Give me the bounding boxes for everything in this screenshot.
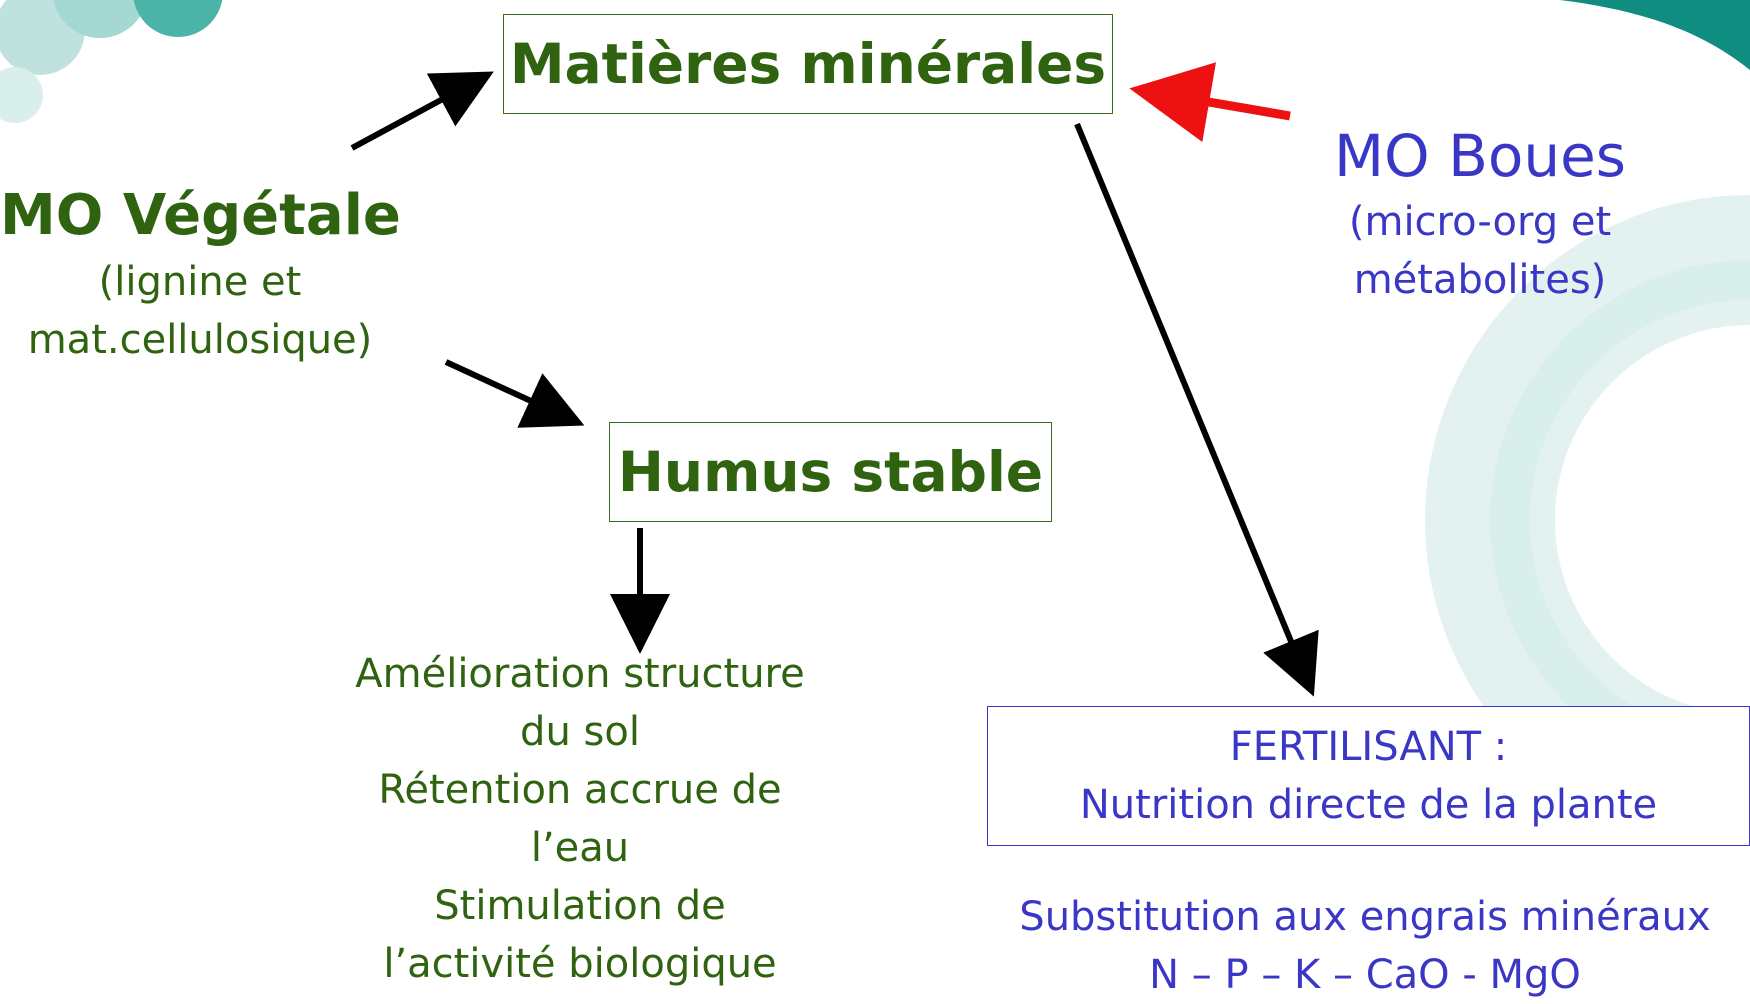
humus-stable-box: Humus stable [609,422,1052,522]
mo-vegetale-sub-line-2: mat.cellulosique) [27,317,373,363]
humus-effect-line-2: du sol [520,709,640,755]
substitution-text: Substitution aux engrais minéraux N – P … [980,888,1750,1004]
mo-boues-sub-line-1: (micro-org et [1348,199,1612,245]
mo-boues-sub-line-2: métabolites) [1353,257,1607,303]
fertilisant-line-2: Nutrition directe de la plante [1079,782,1658,828]
mo-vegetale-title: MO Végétale [0,183,401,248]
decor-ring-right-inner [1490,260,1750,780]
humus-effect-line-5: Stimulation de [434,883,726,929]
arrow-vegetale-to-minerales [350,71,494,151]
humus-effect-line-3: Rétention accrue de [378,767,782,813]
mo-vegetale-subtitle: (lignine et mat.cellulosique) [0,253,400,369]
arrow-vegetale-to-humus [444,359,585,428]
humus-effect-line-4: l’eau [530,825,630,871]
humus-effects-list: Amélioration structure du sol Rétention … [300,645,860,993]
decor-wave-top-right [1560,0,1750,70]
mo-vegetale-sub-line-1: (lignine et [98,259,302,305]
substitution-line-2: N – P – K – CaO - MgO [1149,952,1581,998]
humus-stable-label: Humus stable [617,440,1044,504]
mo-boues-title: MO Boues [1333,122,1627,190]
matieres-minerales-box: Matières minérales [503,14,1113,114]
matieres-minerales-label: Matières minérales [509,32,1107,96]
substitution-line-1: Substitution aux engrais minéraux [1019,894,1711,940]
decor-circle-2 [53,0,147,38]
arrow-boues-to-minerales [1129,62,1291,143]
mo-boues-subtitle: (micro-org et métabolites) [1300,193,1660,309]
decor-circle-3 [133,0,223,37]
arrow-minerales-to-fertilisant [1074,122,1319,697]
humus-effect-line-1: Amélioration structure [355,651,805,697]
fertilisant-line-1: FERTILISANT : [1229,724,1508,770]
decor-circle-4 [0,67,43,123]
fertilisant-box: FERTILISANT : Nutrition directe de la pl… [987,706,1750,846]
humus-effect-line-6: l’activité biologique [383,941,777,987]
